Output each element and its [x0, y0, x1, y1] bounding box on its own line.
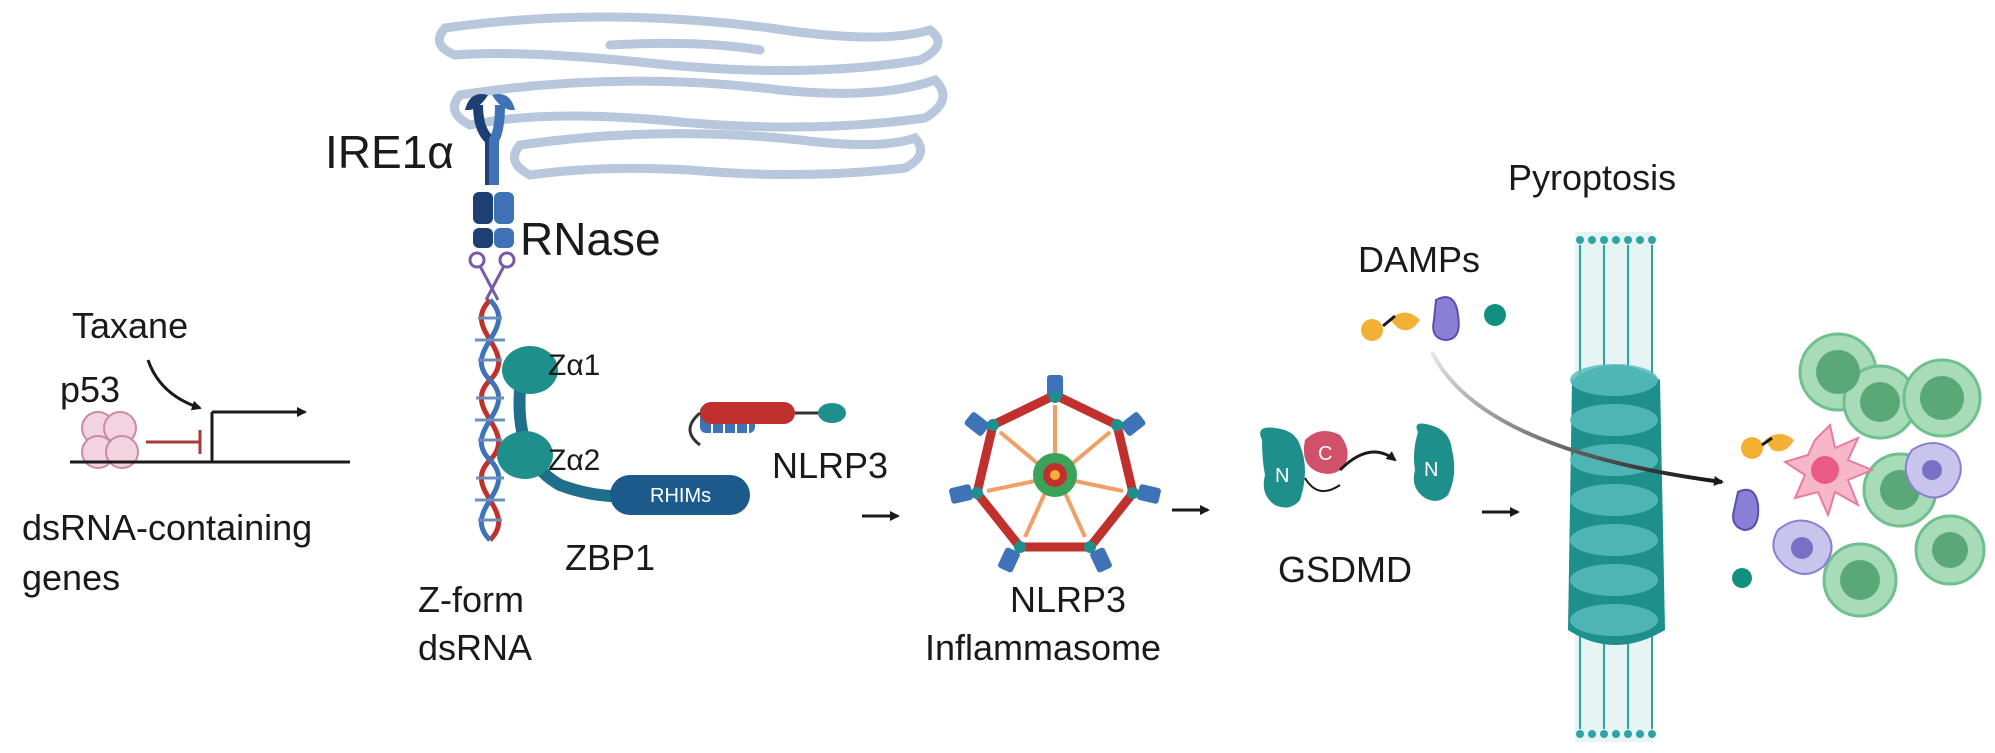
ire1a-label: IRE1α — [325, 126, 454, 178]
gsdmd-cleavage-arrow — [1338, 450, 1397, 472]
endoplasmic-reticulum-icon — [434, 12, 948, 180]
gsdmd-full-length-icon: N C — [1260, 427, 1348, 508]
macrophage-icon — [1772, 442, 1962, 575]
ire1a-receptor-icon — [465, 94, 515, 248]
damps-label: DAMPs — [1358, 239, 1480, 280]
zform-label-line2: dsRNA — [418, 627, 532, 668]
gsdmd-n-terminal-icon: N — [1413, 423, 1455, 501]
dsrna-helix-icon — [475, 298, 505, 542]
p53-label: p53 — [60, 369, 120, 410]
damps-molecules-icon — [1361, 296, 1506, 342]
gsdmd-pore-icon — [1568, 364, 1665, 645]
gsdmd-label: GSDMD — [1278, 549, 1412, 590]
gsdmd-c-label: C — [1318, 443, 1332, 465]
inflammasome-label-line1: NLRP3 — [1010, 579, 1126, 620]
nlrp3-inflammasome-icon — [949, 375, 1161, 573]
rnase-label: RNase — [520, 213, 661, 265]
za1-label: Zα1 — [548, 349, 600, 382]
gene-promoter-icon — [70, 407, 350, 464]
dsrna-genes-label-line1: dsRNA-containing — [22, 507, 312, 548]
dendritic-cell-icon — [1782, 422, 1875, 518]
inflammasome-label-line2: Inflammasome — [925, 627, 1161, 668]
cell-membrane-icon — [1568, 232, 1665, 742]
nlrp3-label: NLRP3 — [772, 445, 888, 486]
zbp1-label: ZBP1 — [565, 537, 655, 578]
pyroptosis-label: Pyroptosis — [1508, 157, 1676, 198]
rhims-label: RHIMs — [650, 485, 711, 507]
za2-label: Zα2 — [548, 444, 600, 477]
released-damps-icon — [1732, 434, 1794, 588]
dsrna-genes-label-line2: genes — [22, 557, 120, 598]
taxane-label: Taxane — [72, 305, 188, 346]
immune-cells-icon — [1772, 332, 1986, 618]
scissors-icon — [468, 251, 516, 301]
nlrp3-protein-icon — [688, 402, 846, 447]
gsdmd-n-free-label: N — [1424, 459, 1438, 481]
damps-release-arrow — [1430, 351, 1724, 486]
zform-label-line1: Z-form — [418, 579, 524, 620]
zbp1-protein-icon: RHIMs — [497, 346, 750, 515]
gsdmd-n-label: N — [1275, 465, 1289, 487]
taxane-arrow — [146, 359, 202, 411]
p53-tetramer-icon — [81, 411, 139, 469]
